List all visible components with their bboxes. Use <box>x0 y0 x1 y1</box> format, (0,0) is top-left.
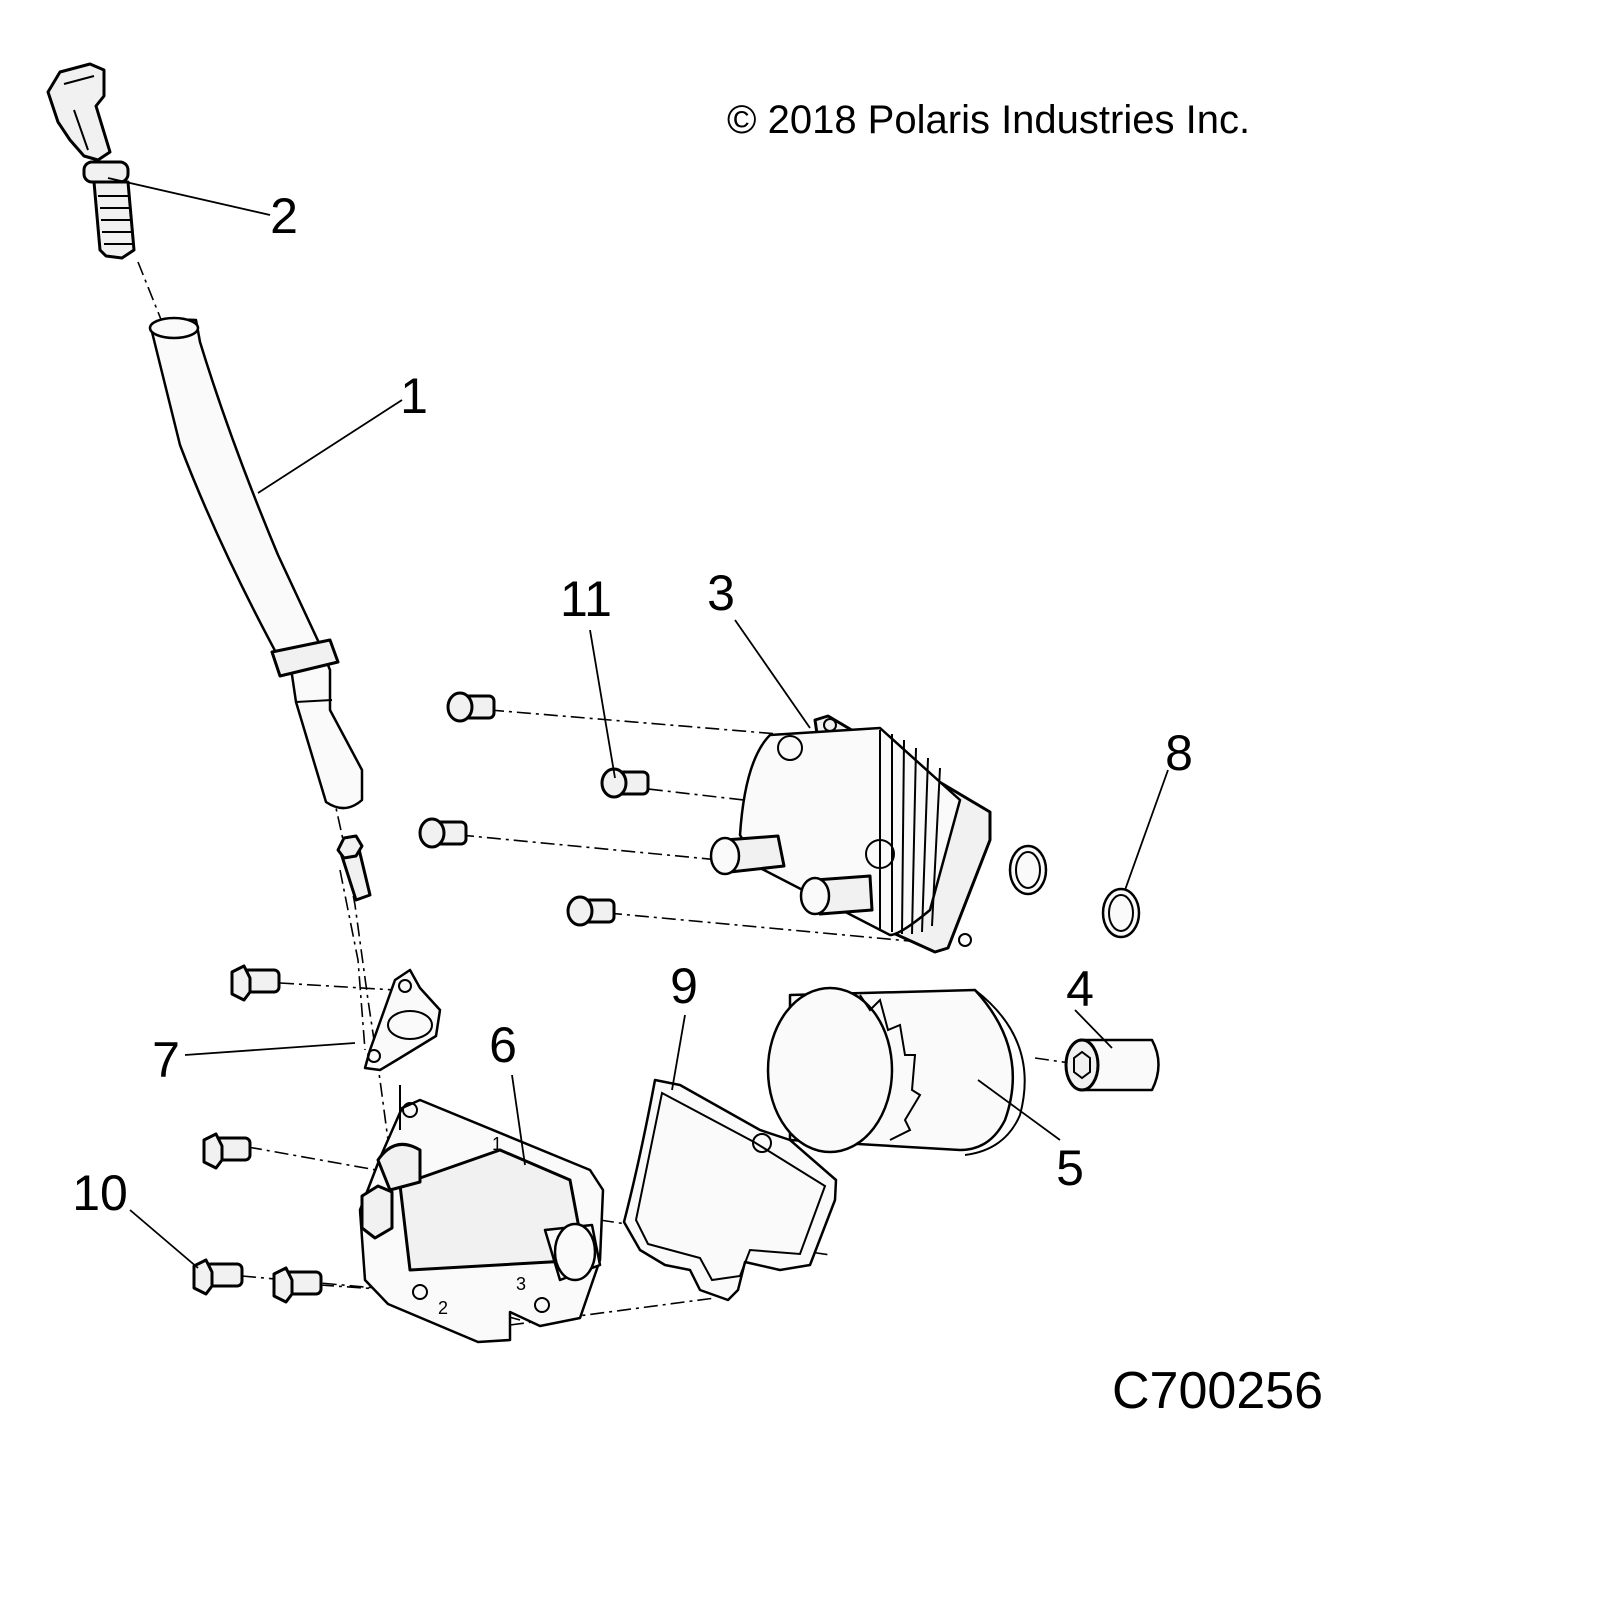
housing-bolt[interactable] <box>192 964 323 1304</box>
callout-4: 4 <box>1066 961 1094 1017</box>
oil-filter-housing[interactable]: 1 2 3 <box>358 1085 605 1344</box>
oil-filter[interactable] <box>766 986 1026 1156</box>
tube-flange-gasket[interactable] <box>363 968 442 1072</box>
callout-numbers: 1 2 3 4 5 6 7 8 9 10 11 <box>72 188 1193 1221</box>
copyright-notice: © 2018 Polaris Industries Inc. <box>727 98 1250 142</box>
housing-marking-3: 3 <box>516 1274 526 1294</box>
o-ring[interactable] <box>1008 844 1141 939</box>
callout-3: 3 <box>707 565 735 621</box>
callout-7: 7 <box>152 1032 180 1088</box>
drawing-code: C700256 <box>1112 1362 1323 1420</box>
callout-1: 1 <box>400 368 428 424</box>
housing-gasket[interactable] <box>622 1078 838 1302</box>
oil-cooler-bolt[interactable] <box>418 691 650 927</box>
leader-lines <box>107 177 1169 1269</box>
callout-9: 9 <box>670 958 698 1014</box>
callout-2: 2 <box>270 188 298 244</box>
callout-6: 6 <box>489 1017 517 1073</box>
tube-fitting[interactable] <box>336 834 372 902</box>
dipstick-tube[interactable] <box>148 316 364 810</box>
dipstick-handle[interactable] <box>46 62 136 260</box>
callout-8: 8 <box>1165 725 1193 781</box>
callout-5: 5 <box>1056 1140 1084 1196</box>
callout-10: 10 <box>72 1165 128 1221</box>
filter-adapter-sleeve[interactable] <box>1064 1038 1160 1092</box>
callout-11: 11 <box>560 571 612 627</box>
housing-marking-2: 2 <box>438 1298 448 1318</box>
oil-cooler[interactable] <box>709 714 992 954</box>
housing-marking-1: 1 <box>492 1134 502 1154</box>
